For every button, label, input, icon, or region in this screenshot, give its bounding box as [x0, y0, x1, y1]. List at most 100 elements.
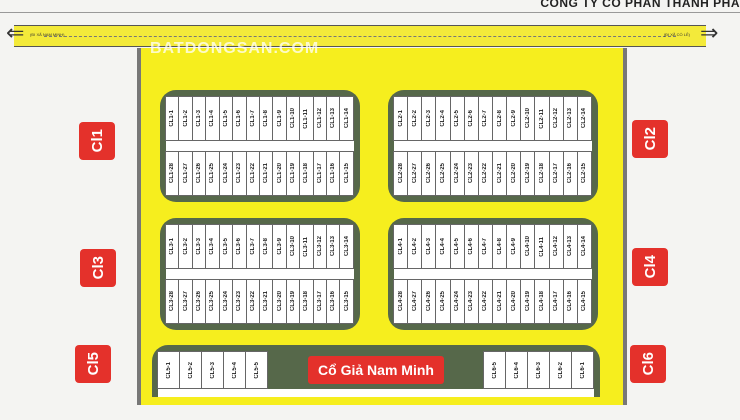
lot[interactable]: CL3-1 — [165, 224, 180, 269]
lot[interactable]: CL2-25 — [435, 151, 451, 196]
lot[interactable]: CL4-1 — [393, 224, 409, 269]
lot[interactable]: CL4-23 — [463, 279, 479, 324]
lot[interactable]: CL2-28 — [393, 151, 409, 196]
lot[interactable]: CL4-7 — [477, 224, 493, 269]
lot[interactable]: CL3-11 — [299, 224, 314, 269]
lot[interactable]: CL3-19 — [285, 279, 301, 324]
lot[interactable]: CL2-26 — [421, 151, 437, 196]
lot[interactable]: CL5-2 — [179, 351, 202, 389]
lot[interactable]: CL6-4 — [505, 351, 528, 389]
lot[interactable]: CL1-19 — [285, 151, 301, 196]
lot[interactable]: CL4-25 — [435, 279, 451, 324]
lot[interactable]: CL3-26 — [191, 279, 207, 324]
lot[interactable]: CL3-14 — [339, 224, 354, 269]
lot[interactable]: CL4-12 — [548, 224, 564, 269]
lot[interactable]: CL2-10 — [520, 96, 536, 141]
lot[interactable]: CL4-22 — [477, 279, 493, 324]
lot[interactable]: CL2-9 — [506, 96, 522, 141]
lot[interactable]: CL3-5 — [218, 224, 234, 269]
lot[interactable]: CL2-5 — [449, 96, 465, 141]
lot[interactable]: CL2-16 — [562, 151, 578, 196]
lot[interactable]: CL3-4 — [205, 224, 220, 269]
lot[interactable]: CL4-4 — [435, 224, 451, 269]
lot[interactable]: CL6-5 — [483, 351, 506, 389]
lot[interactable]: CL1-4 — [205, 96, 220, 141]
lot[interactable]: CL4-5 — [449, 224, 465, 269]
lot[interactable]: CL2-27 — [407, 151, 423, 196]
lot[interactable]: CL1-9 — [272, 96, 287, 141]
lot[interactable]: CL4-27 — [407, 279, 423, 324]
lot[interactable]: CL4-21 — [491, 279, 508, 324]
lot[interactable]: CL2-4 — [435, 96, 451, 141]
lot[interactable]: CL2-14 — [576, 96, 592, 141]
lot[interactable]: CL5-5 — [245, 351, 268, 389]
lot[interactable]: CL1-11 — [299, 96, 314, 141]
lot[interactable]: CL3-13 — [326, 224, 341, 269]
lot[interactable]: CL2-20 — [506, 151, 522, 196]
lot[interactable]: CL3-21 — [258, 279, 274, 324]
lot[interactable]: CL2-13 — [562, 96, 578, 141]
lot[interactable]: CL4-2 — [407, 224, 423, 269]
lot[interactable]: CL1-15 — [339, 151, 354, 196]
lot[interactable]: CL4-9 — [506, 224, 522, 269]
lot[interactable]: CL1-6 — [232, 96, 247, 141]
lot[interactable]: CL2-18 — [534, 151, 550, 196]
lot[interactable]: CL1-28 — [165, 151, 180, 196]
lot[interactable]: CL1-13 — [326, 96, 341, 141]
lot[interactable]: CL4-3 — [421, 224, 437, 269]
lot[interactable]: CL3-9 — [272, 224, 287, 269]
lot[interactable]: CL2-17 — [548, 151, 564, 196]
lot[interactable]: CL2-12 — [548, 96, 564, 141]
lot[interactable]: CL1-25 — [205, 151, 220, 196]
lot[interactable]: CL4-15 — [576, 279, 592, 324]
lot[interactable]: CL3-2 — [178, 224, 193, 269]
lot[interactable]: CL4-28 — [393, 279, 409, 324]
lot[interactable]: CL1-16 — [326, 151, 341, 196]
lot[interactable]: CL4-20 — [506, 279, 522, 324]
lot[interactable]: CL2-23 — [463, 151, 479, 196]
lot[interactable]: CL2-2 — [407, 96, 423, 141]
lot[interactable]: CL2-7 — [477, 96, 493, 141]
lot[interactable]: CL5-1 — [157, 351, 180, 389]
lot[interactable]: CL1-12 — [312, 96, 328, 141]
lot[interactable]: CL4-24 — [449, 279, 465, 324]
lot[interactable]: CL1-21 — [258, 151, 274, 196]
lot[interactable]: CL1-10 — [285, 96, 301, 141]
lot[interactable]: CL1-22 — [245, 151, 260, 196]
lot[interactable]: CL2-8 — [491, 96, 508, 141]
lot[interactable]: CL3-17 — [312, 279, 328, 324]
lot[interactable]: CL6-3 — [527, 351, 550, 389]
lot[interactable]: CL1-27 — [178, 151, 193, 196]
lot[interactable]: CL1-18 — [299, 151, 314, 196]
lot[interactable]: CL3-25 — [205, 279, 220, 324]
lot[interactable]: CL4-8 — [491, 224, 508, 269]
lot[interactable]: CL2-11 — [534, 96, 550, 141]
lot[interactable]: CL4-19 — [520, 279, 536, 324]
lot[interactable]: CL4-10 — [520, 224, 536, 269]
lot[interactable]: CL4-18 — [534, 279, 550, 324]
lot[interactable]: CL3-12 — [312, 224, 328, 269]
lot[interactable]: CL3-20 — [272, 279, 287, 324]
lot[interactable]: CL3-18 — [299, 279, 314, 324]
lot[interactable]: CL3-7 — [245, 224, 260, 269]
lot[interactable]: CL4-17 — [548, 279, 564, 324]
lot[interactable]: CL3-24 — [218, 279, 234, 324]
lot[interactable]: CL4-13 — [562, 224, 578, 269]
lot[interactable]: CL3-3 — [191, 224, 207, 269]
lot[interactable]: CL2-6 — [463, 96, 479, 141]
lot[interactable]: CL1-24 — [218, 151, 234, 196]
lot[interactable]: CL2-24 — [449, 151, 465, 196]
lot[interactable]: CL2-22 — [477, 151, 493, 196]
lot[interactable]: CL1-17 — [312, 151, 328, 196]
lot[interactable]: CL2-3 — [421, 96, 437, 141]
lot[interactable]: CL5-3 — [201, 351, 224, 389]
lot[interactable]: CL5-4 — [223, 351, 246, 389]
lot[interactable]: CL3-28 — [165, 279, 180, 324]
lot[interactable]: CL3-23 — [232, 279, 247, 324]
lot[interactable]: CL3-15 — [339, 279, 354, 324]
lot[interactable]: CL2-1 — [393, 96, 409, 141]
lot[interactable]: CL3-6 — [232, 224, 247, 269]
lot[interactable]: CL2-21 — [491, 151, 508, 196]
lot[interactable]: CL4-11 — [534, 224, 550, 269]
lot[interactable]: CL4-6 — [463, 224, 479, 269]
